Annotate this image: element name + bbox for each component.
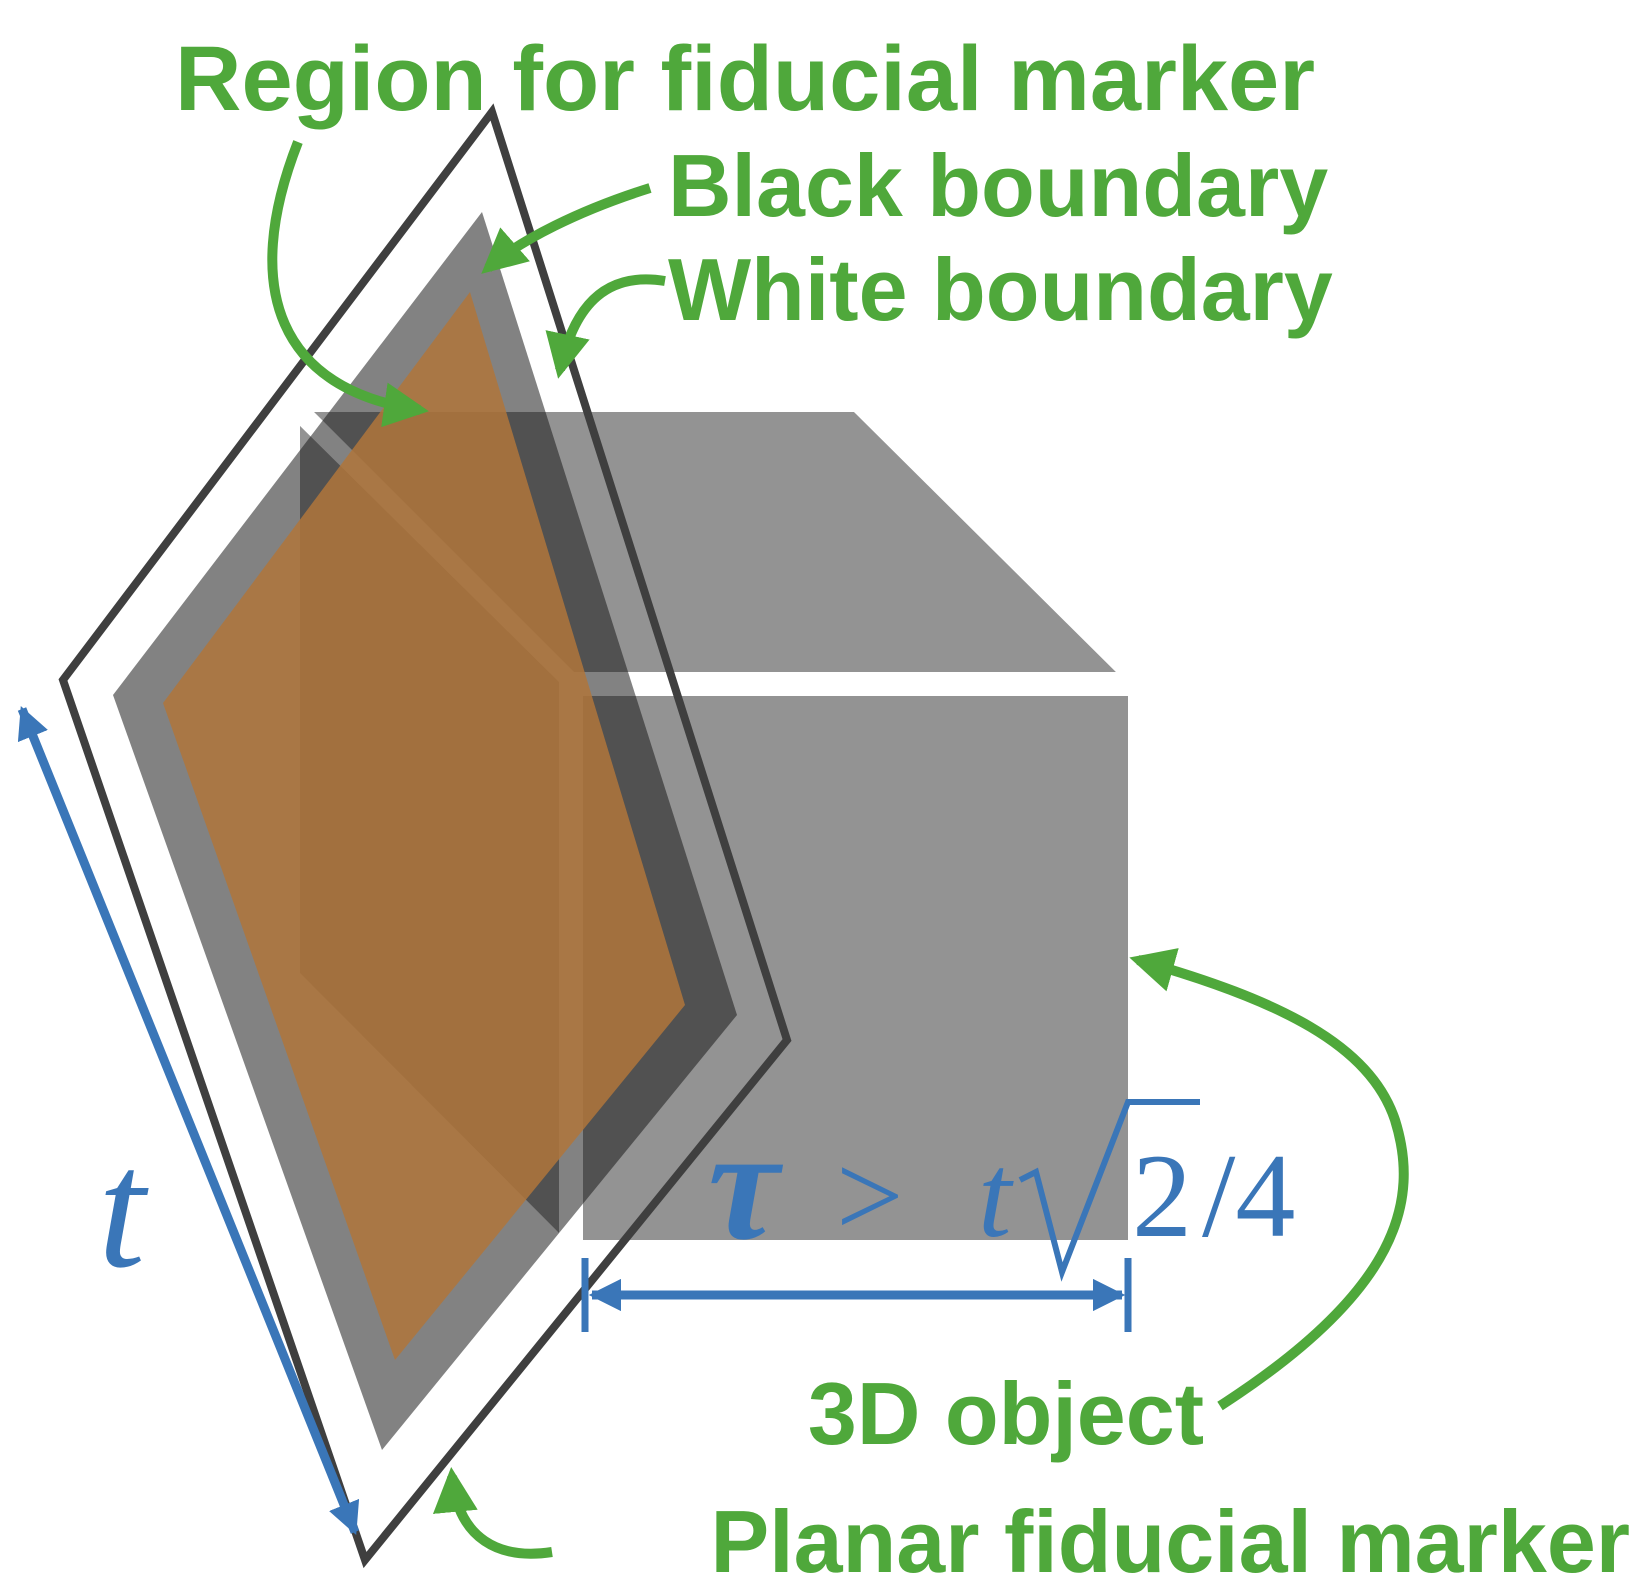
tau-symbol: τ	[708, 1095, 784, 1273]
sqrt-argument: 2	[1132, 1129, 1192, 1262]
fiducial-region	[163, 292, 685, 1360]
greater-than-symbol: >	[836, 1129, 904, 1262]
white-boundary-label: White boundary	[668, 240, 1333, 339]
object-pointer-arrow	[1129, 948, 1409, 1411]
region-pointer-arrow	[267, 140, 429, 428]
tau-formula: τ > t 2 /4	[708, 1095, 1295, 1282]
tau-dimension-arrow	[581, 1258, 1132, 1332]
divide-by-four: /4	[1202, 1129, 1295, 1262]
black-boundary-label: Black boundary	[668, 136, 1328, 235]
planar-fiducial-marker	[58, 103, 792, 1569]
marker-outer-outline	[58, 103, 792, 1569]
t-dimension-arrow	[17, 705, 360, 1536]
object-3d-label: 3D object	[808, 1364, 1204, 1463]
planar-marker-label: Planar fiducial marker	[710, 1492, 1630, 1591]
region-label: Region for fiducial marker	[175, 28, 1315, 130]
sqrt-sign	[1018, 1099, 1200, 1282]
t-inline-symbol: t	[978, 1129, 1014, 1262]
t-symbol: t	[98, 1115, 149, 1303]
black-boundary-pointer-arrow	[481, 183, 652, 274]
planar-marker-pointer-arrow	[432, 1467, 553, 1559]
white-boundary-pointer-arrow	[545, 274, 666, 379]
